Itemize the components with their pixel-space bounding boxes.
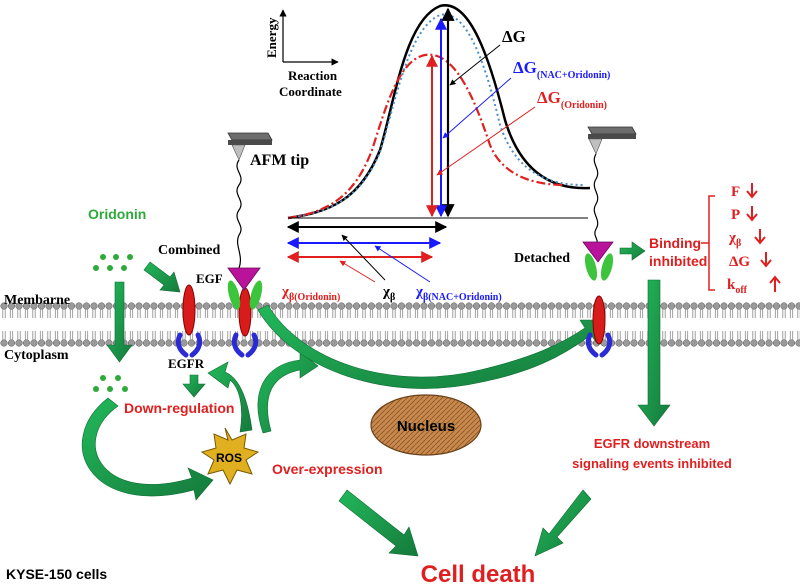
arrow-to-binding bbox=[619, 241, 646, 261]
reaction-label: Reaction bbox=[288, 68, 338, 83]
cell-death-label: Cell death bbox=[421, 561, 536, 586]
oridonin-label: Oridonin bbox=[88, 206, 146, 222]
egfr-label: EGFR bbox=[168, 356, 205, 371]
nucleus-label: Nucleus bbox=[397, 418, 455, 435]
energy-barrier-arrows bbox=[426, 7, 455, 218]
energy-labels: ΔG ΔG(NAC+Oridonin) ΔG(Oridonin) bbox=[436, 27, 610, 176]
chi-beta-arrows: χβ(Oridonin) χβ χβ(NAC+Oridonin) bbox=[281, 221, 502, 303]
egfr-downstream-line2: signaling events inhibited bbox=[572, 456, 732, 471]
down-regulation-label: Down-regulation bbox=[124, 400, 234, 416]
afm-tip-label: AFM tip bbox=[250, 152, 309, 169]
arrow-ros-up bbox=[207, 361, 253, 433]
param-chi-sub: β bbox=[736, 238, 741, 249]
combined-label: Combined bbox=[158, 243, 220, 258]
arrow-to-ros bbox=[81, 397, 214, 501]
nucleus: Nucleus bbox=[370, 394, 482, 456]
arrow-to-cell-death-right bbox=[534, 489, 592, 557]
text-labels: AFM tip Combined EGF Detached Membarne C… bbox=[4, 152, 732, 586]
svg-text:ΔG(NAC+Oridonin): ΔG(NAC+Oridonin) bbox=[513, 58, 610, 81]
chi-nac-sub: β(NAC+Oridonin) bbox=[423, 292, 502, 303]
energy-axes: Energy Reaction Coordinate bbox=[264, 9, 342, 99]
param-f: F bbox=[731, 184, 740, 200]
svg-text:koff: koff bbox=[727, 277, 748, 296]
arrow-oridonin-down bbox=[106, 281, 133, 363]
dg-nac-sub: (NAC+Oridonin) bbox=[537, 70, 610, 81]
svg-text:χβ(Oridonin): χβ(Oridonin) bbox=[281, 284, 340, 303]
energy-curve-control bbox=[287, 4, 591, 220]
binding-inhibited-line2: inhibited bbox=[649, 253, 707, 269]
egfr-egf-complex-combined bbox=[227, 267, 263, 358]
chi-oridonin-label: χ bbox=[281, 284, 290, 300]
energy-curve-oridonin bbox=[287, 53, 566, 220]
energy-curve-nac-oridonin bbox=[287, 13, 584, 219]
ros-burst: ROS bbox=[200, 427, 260, 486]
oridonin-dots bbox=[93, 254, 133, 392]
param-p: P bbox=[731, 207, 740, 223]
chi-control-sub: β bbox=[390, 292, 395, 303]
param-k-sub: off bbox=[735, 285, 747, 296]
arrow-egfr-down bbox=[182, 374, 206, 398]
cytoplasm-label: Cytoplasm bbox=[4, 348, 69, 363]
arrow-right-down bbox=[637, 279, 671, 427]
chi-oridonin-sub: β(Oridonin) bbox=[289, 292, 340, 303]
param-chi: χ bbox=[728, 230, 737, 246]
energy-curves bbox=[287, 4, 591, 220]
egfr-receptor-left bbox=[175, 284, 203, 358]
param-dg: ΔG bbox=[729, 254, 750, 270]
chi-nac-label: χ bbox=[415, 284, 424, 300]
arrow-combined-detached bbox=[257, 304, 604, 389]
dg-oridonin-label: ΔG bbox=[537, 88, 561, 107]
param-k: k bbox=[727, 277, 736, 293]
membrane-label: Membarne bbox=[4, 293, 70, 308]
dg-nac-label: ΔG bbox=[513, 58, 537, 77]
svg-text:ΔG(Oridonin): ΔG(Oridonin) bbox=[537, 88, 607, 111]
egfr-receptor-right bbox=[585, 295, 613, 358]
arrow-to-cell-death-left bbox=[338, 489, 419, 557]
afm-right bbox=[587, 126, 637, 245]
detached-label: Detached bbox=[514, 251, 570, 266]
arrow-overexpression bbox=[257, 351, 319, 434]
egf-detached bbox=[582, 241, 614, 281]
cell-line-label: KYSE-150 cells bbox=[6, 566, 107, 582]
binding-inhibited-line1: Binding bbox=[649, 235, 701, 251]
chi-control-label: χ bbox=[382, 284, 391, 300]
svg-text:χβ: χβ bbox=[382, 284, 395, 303]
dg-control-label: ΔG bbox=[502, 27, 526, 46]
parameter-list: F P χβ ΔG koff bbox=[701, 183, 781, 296]
svg-text:χβ(NAC+Oridonin): χβ(NAC+Oridonin) bbox=[415, 284, 502, 303]
afm-left bbox=[227, 132, 273, 269]
green-arrows bbox=[81, 241, 671, 557]
ros-label: ROS bbox=[216, 451, 242, 465]
svg-text:χβ: χβ bbox=[728, 230, 741, 249]
arrow-oridonin-egfr bbox=[143, 261, 181, 293]
dg-oridonin-sub: (Oridonin) bbox=[561, 100, 607, 111]
over-expression-label: Over-expression bbox=[272, 461, 383, 477]
energy-axis-label: Energy bbox=[264, 17, 279, 58]
egfr-downstream-line1: EGFR downstream bbox=[594, 436, 710, 451]
coordinate-label: Coordinate bbox=[279, 84, 342, 99]
egf-label: EGF bbox=[196, 271, 223, 286]
